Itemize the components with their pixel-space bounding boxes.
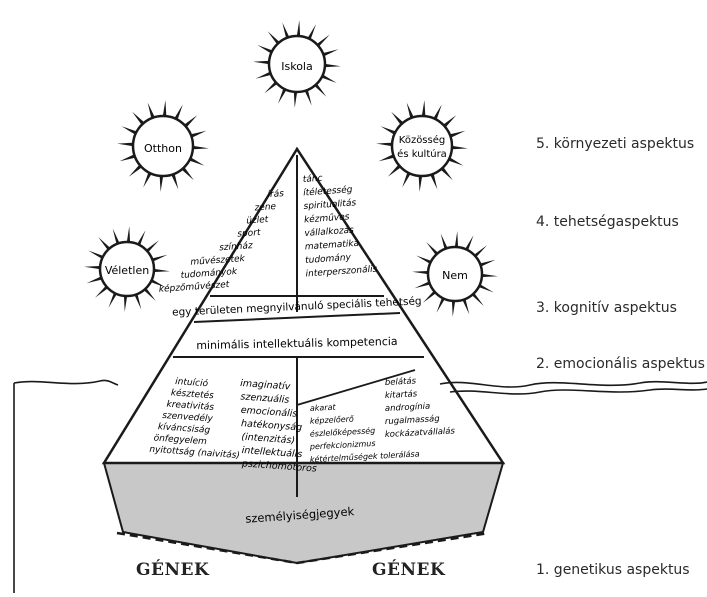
talent-left-3: sport [237, 228, 261, 240]
talent-right-2: spiritualitás [303, 198, 356, 212]
talent-left-2: üzlet [246, 215, 269, 227]
sun-iskola [253, 20, 341, 108]
waterline-right [439, 380, 707, 395]
emotional-right-a-3: perfekcionizmus [309, 439, 376, 451]
aspect-4-label: 4. tehetségaspektus [536, 214, 679, 230]
emotional-right-b-1: kitartás [385, 389, 418, 401]
sun-nem [412, 231, 498, 317]
talent-right-7: interperszonális [305, 264, 378, 279]
sun-disc-kozosseg [390, 114, 454, 178]
sun-disc-otthon [131, 114, 195, 178]
talent-left-5: művészetek [190, 253, 246, 268]
sun-disc-nem [426, 245, 484, 303]
band-line-2 [193, 312, 401, 323]
talents-left-list: írás zeneüzletsportszínházművészetektudom… [158, 189, 284, 295]
talent-right-0: tánc [303, 174, 323, 185]
emotional-left-b-1: szenzuális [240, 391, 290, 405]
emotional-left-a-6: nyitottság (naivitás) [149, 445, 240, 461]
emotional-divider [296, 369, 416, 406]
sun-kozosseg [376, 100, 468, 192]
sun-label-kozosseg-1: Közösség [399, 134, 445, 146]
emotional-left-a-3: szenvedély [162, 410, 214, 425]
sun-label-veletlen: Véletlen [105, 264, 149, 277]
emotional-left-a-2: kreativitás [166, 400, 214, 413]
emotional-right-b-2: androgínia [385, 402, 431, 414]
emotional-left-b-list: imaginatívszenzuálisemocionálishatékonys… [240, 378, 317, 475]
pyramid-dashed-edge [116, 531, 490, 565]
talents-right-list: táncítéletességspiritualitáskézművesváll… [303, 174, 378, 280]
emotional-left-b-4: (intenzitás) [241, 432, 295, 447]
pyramid-outline [101, 146, 506, 465]
talent-left-0: írás [267, 189, 284, 200]
aspect-3-label: 3. kognitív aspektus [536, 300, 677, 316]
genes-right-label: GÉNEK [372, 560, 446, 580]
emotional-left-b-0: imaginatív [240, 378, 291, 393]
talent-right-5: matematika [305, 239, 360, 253]
min-competence-label: minimális intellektuális kompetencia [196, 335, 398, 352]
emotional-left-a-5: önfegyelem [153, 434, 207, 448]
emotional-left-a-1: késztetés [170, 387, 214, 401]
aspect-1-label: 1. genetikus aspektus [536, 562, 690, 578]
emotional-left-a-4: kíváncsiság [158, 422, 211, 436]
aspect-5-label: 5. környezeti aspektus [536, 136, 695, 152]
emotional-right-b-0: belátás [385, 376, 417, 388]
sun-label-otthon: Otthon [144, 142, 182, 155]
emotional-left-b-6: pszichomotoros [241, 458, 318, 474]
emotional-left-b-3: hatékonyság [241, 418, 303, 433]
sun-label-iskola: Iskola [281, 60, 312, 73]
sun-otthon [117, 100, 209, 192]
waterline [13, 379, 119, 593]
sun-label-nem: Nem [442, 269, 468, 282]
emotional-right-a-0: akarat [310, 403, 337, 413]
sun-disc-veletlen [98, 240, 156, 298]
talent-right-1: ítéletesség [303, 184, 353, 198]
talent-left-4: színház [219, 241, 253, 253]
emotional-left-b-5: intellektuális [241, 445, 302, 460]
emotional-left-a-list: intuíciókésztetéskreativitásszenvedélykí… [149, 376, 240, 461]
emotional-right-a-2: észlelőképesség [310, 425, 376, 438]
talent-left-7: képzőművészet [158, 279, 230, 295]
aspect-2-label: 2. emocionális aspektus [536, 356, 705, 372]
emotional-left-a-0: intuíció [175, 376, 209, 389]
sun-veletlen [84, 226, 170, 312]
genes-left-label: GÉNEK [136, 560, 210, 580]
emotional-right-b-4: kockázatvállalás [385, 426, 456, 440]
emotional-right-b-3: rugalmasság [385, 414, 441, 427]
talent-right-3: kézműves [304, 211, 350, 225]
talent-right-4: vállalkozás [304, 226, 354, 239]
emotional-right-b-list: belátáskitartásandrogíniarugalmasságkock… [385, 376, 456, 440]
talent-left-6: tudományok [180, 267, 238, 281]
emotional-right-a-1: képzelőerő [310, 414, 355, 426]
talent-left-1: zene [253, 202, 277, 214]
emotional-left-b-2: emocionális [240, 405, 297, 420]
suns-group [84, 20, 498, 317]
sun-disc-iskola [267, 34, 327, 94]
talent-right-6: tudomány [305, 253, 352, 266]
sun-label-kozosseg-2: és kultúra [397, 148, 447, 160]
